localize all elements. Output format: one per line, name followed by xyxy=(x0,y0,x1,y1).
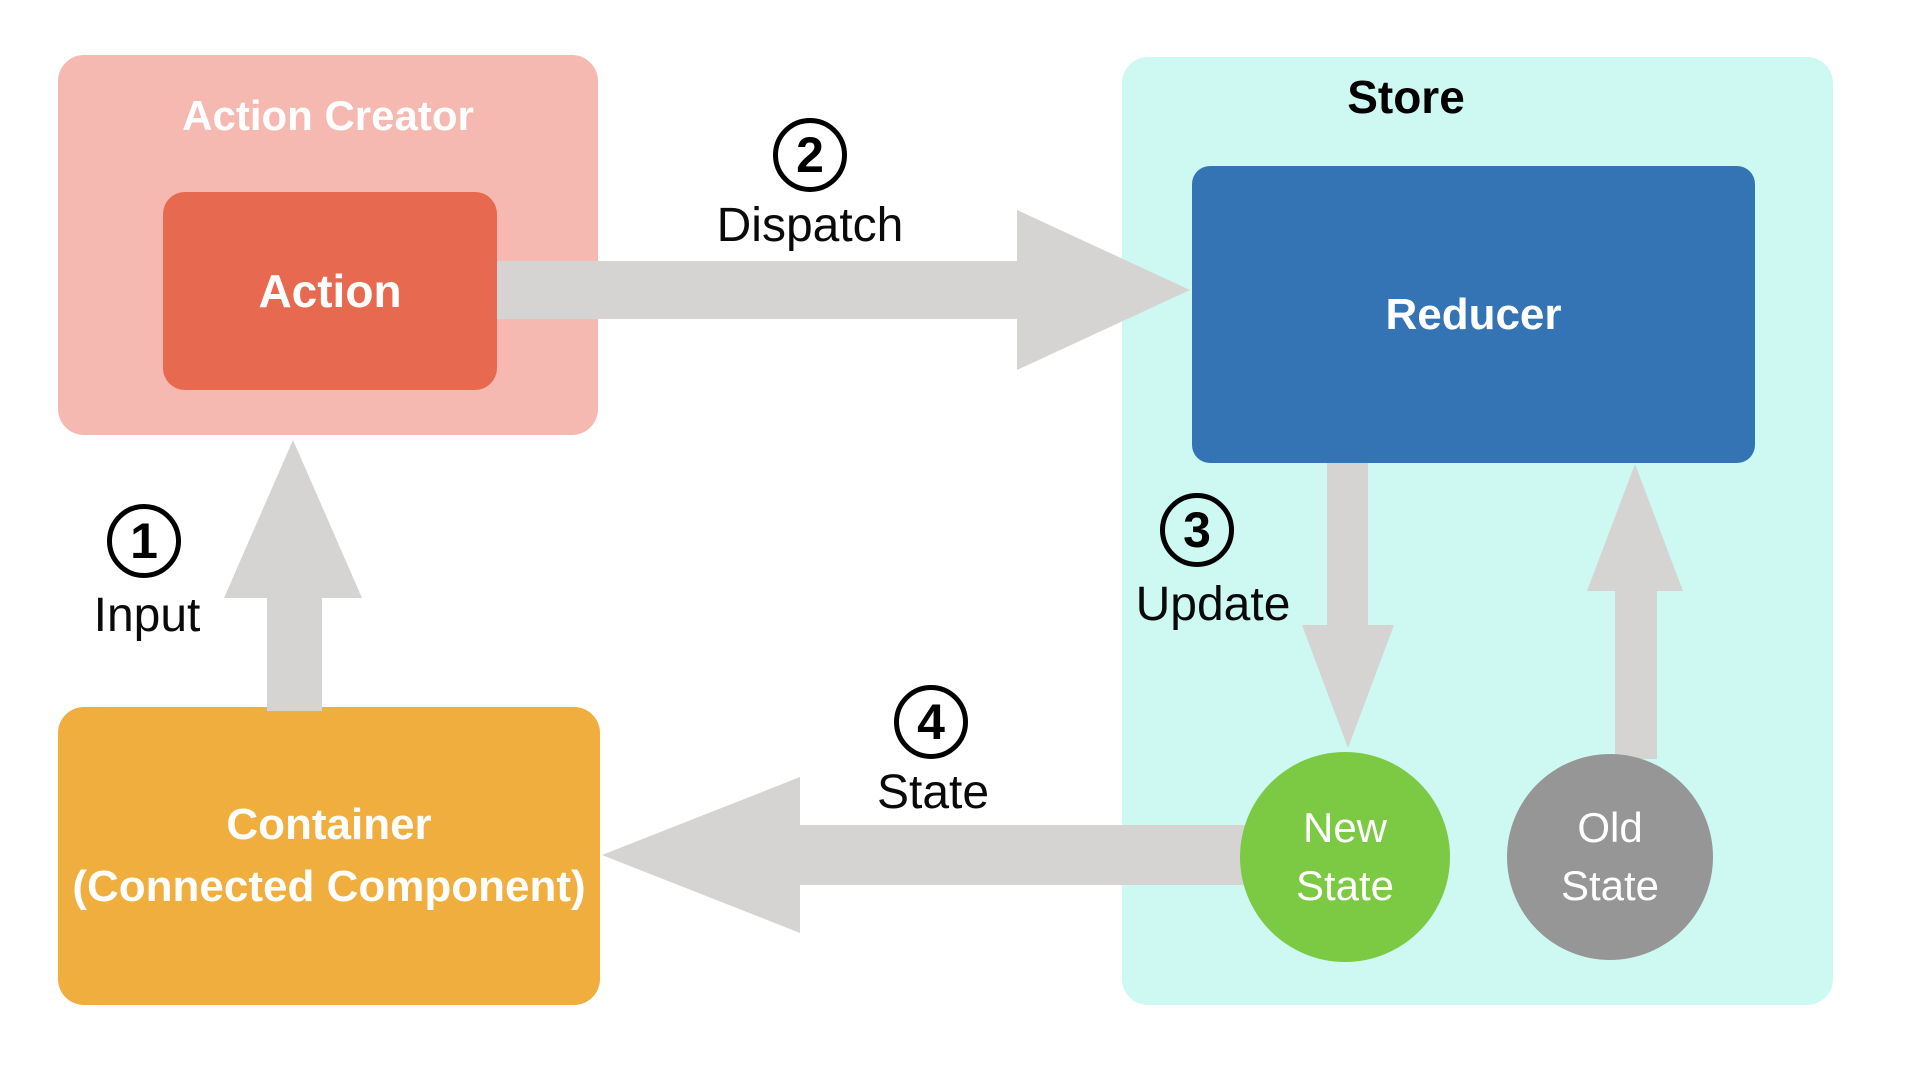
step-3-label: Update xyxy=(1135,578,1291,631)
step-4-number: 4 xyxy=(917,694,945,750)
old-state-label-line2: State xyxy=(1560,862,1660,909)
update-arrow-head xyxy=(1302,625,1394,748)
update-arrow-shaft xyxy=(1327,463,1368,627)
state-arrow-shaft xyxy=(798,825,1270,885)
container-node: Container (Connected Component) xyxy=(58,707,600,1005)
step-1-badge: 1 xyxy=(107,504,181,578)
action-node: Action xyxy=(163,192,497,390)
input-arrow-head xyxy=(224,440,362,598)
old-state-arrow-head xyxy=(1587,464,1683,591)
new-state-label-line2: State xyxy=(1295,862,1395,909)
input-arrow-shaft xyxy=(267,596,322,711)
reducer-label: Reducer xyxy=(1385,289,1562,339)
old-state-label-line1: Old xyxy=(1577,804,1643,851)
step-2-label: Dispatch xyxy=(716,199,904,252)
container-sublabel: (Connected Component) xyxy=(72,862,586,911)
action-label: Action xyxy=(258,265,402,317)
step-2-number: 2 xyxy=(796,127,824,183)
action-creator-title: Action Creator xyxy=(182,92,474,139)
new-state-node: New State xyxy=(1240,752,1450,962)
reducer-node: Reducer xyxy=(1192,166,1755,463)
step-2-badge: 2 xyxy=(773,118,847,192)
step-1-number: 1 xyxy=(130,513,158,569)
container-label: Container xyxy=(226,800,432,849)
step-3-number: 3 xyxy=(1183,502,1211,558)
old-state-node: Old State xyxy=(1507,754,1713,960)
new-state-label-line1: New xyxy=(1302,804,1388,851)
step-4-label: State xyxy=(876,766,990,819)
step-1-label: Input xyxy=(93,589,201,642)
old-state-arrow-shaft xyxy=(1615,589,1657,759)
dispatch-arrow-shaft xyxy=(497,261,1019,319)
store-title: Store xyxy=(1347,71,1465,123)
dispatch-arrow-head xyxy=(1017,210,1190,370)
step-3-badge: 3 xyxy=(1160,493,1234,567)
step-4-badge: 4 xyxy=(894,685,968,759)
state-arrow-head xyxy=(602,777,800,933)
